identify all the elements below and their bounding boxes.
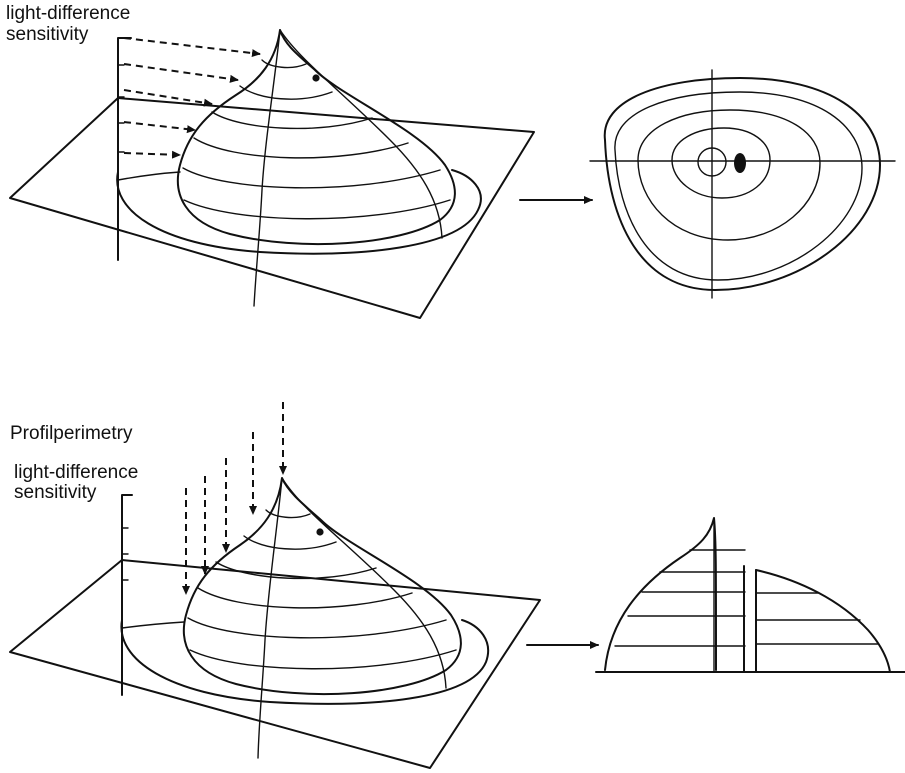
top-dashed-arrow-2	[123, 63, 239, 83]
bottom-base-plane	[9, 559, 541, 769]
isopter-2	[614, 91, 863, 281]
top-contour-ring-2	[239, 85, 333, 100]
bottom-axis-ticks	[121, 527, 129, 581]
top-sensitivity-axis	[117, 37, 132, 261]
top-axis-label-line2: sensitivity	[6, 24, 89, 45]
top-contour-ring-3	[211, 111, 373, 130]
top-dashed-arrow-4	[123, 121, 196, 134]
isopter-3	[637, 109, 821, 241]
top-dashed-arrows	[123, 37, 261, 159]
top-meridian-front	[253, 29, 281, 307]
bottom-panel: Profilperimetry light-difference sensiti…	[9, 402, 905, 769]
bottom-sensitivity-axis	[121, 494, 133, 696]
profile-left-contours	[614, 549, 746, 647]
bottom-contour-ring-1	[265, 509, 311, 519]
top-hill-footprint	[116, 169, 482, 255]
bottom-axis-label-line2: sensitivity	[14, 482, 97, 503]
blind-spot	[734, 153, 746, 173]
bottom-hill-footprint-inner	[121, 621, 185, 629]
profile-section	[595, 517, 905, 673]
top-dashed-arrow-1	[123, 37, 261, 58]
top-dashed-arrow-3	[123, 89, 213, 107]
bottom-contour-ring-3	[215, 561, 377, 580]
top-contour-ring-6	[183, 199, 451, 220]
bottom-dashed-arrows	[182, 402, 287, 595]
isopter-outer	[603, 77, 881, 291]
bottom-blind-spot-marker	[316, 528, 324, 536]
bottom-contour-ring-4	[197, 587, 413, 609]
top-hill-footprint-inner	[117, 171, 181, 181]
bottom-hill-footprint	[120, 619, 489, 705]
top-hill-outline	[176, 29, 456, 246]
top-dashed-arrow-5	[123, 150, 181, 159]
bottom-meridian-front	[257, 477, 283, 759]
top-base-plane	[9, 97, 535, 319]
profile-right-contours	[755, 592, 879, 645]
top-contour-ring-1	[261, 59, 307, 69]
top-meridian-side	[279, 29, 443, 239]
top-axis-ticks	[117, 64, 125, 153]
top-blind-spot-marker	[312, 74, 320, 82]
bottom-contour-ring-5	[187, 617, 447, 639]
profile-left-outline	[604, 517, 717, 671]
top-contour-ring-4	[193, 137, 409, 159]
top-axis-label-line1: light-difference	[6, 3, 130, 24]
top-panel: light-difference sensitivity	[6, 3, 896, 319]
bottom-hill-outline	[182, 477, 462, 696]
isopter-4	[671, 127, 771, 199]
bottom-contour-ring-2	[243, 535, 337, 550]
top-contour-ring-5	[182, 167, 441, 189]
isopter-map	[589, 69, 896, 299]
bottom-meridian-side	[281, 477, 447, 689]
profile-right-outline	[755, 569, 891, 673]
bottom-axis-label-line1: light-difference	[14, 462, 138, 483]
bottom-contour-ring-6	[189, 649, 457, 670]
method-label: Profilperimetry	[10, 423, 133, 444]
